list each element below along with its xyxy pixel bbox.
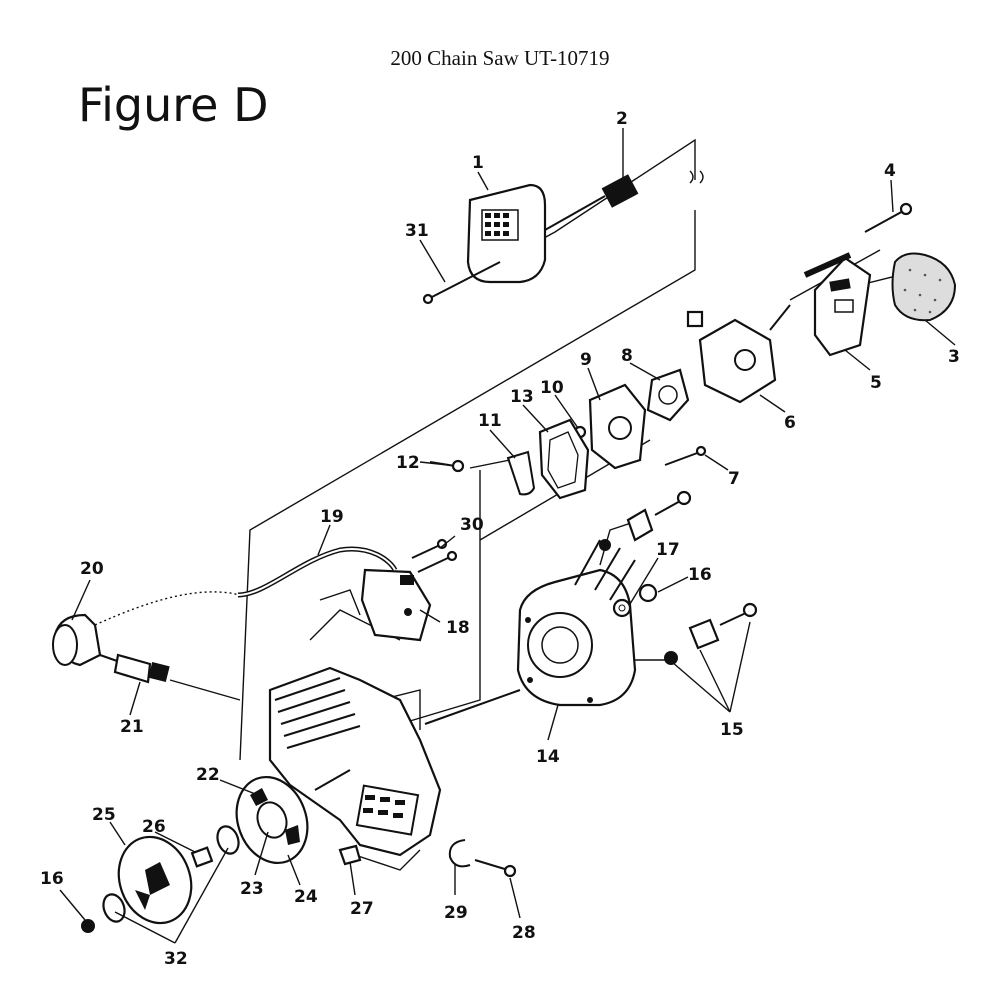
callout-21: 21 [120, 717, 144, 737]
callout-4: 4 [884, 161, 896, 181]
small-nut [338, 844, 362, 866]
callout-2: 2 [616, 109, 628, 129]
callout-23: 23 [240, 879, 264, 899]
clutch-assembly [235, 775, 309, 865]
spark-plug [99, 653, 170, 684]
module-bolts [411, 538, 458, 573]
callout-15: 15 [720, 720, 744, 740]
callout-13: 13 [510, 387, 534, 407]
spark-screen [544, 174, 639, 231]
clip [506, 450, 536, 496]
callout-16-upper: 16 [688, 565, 712, 585]
callout-30: 30 [460, 515, 484, 535]
callout-27: 27 [350, 899, 374, 919]
intake-manifold [588, 383, 647, 470]
crankcase-stud [424, 689, 521, 725]
chain-adjuster [664, 602, 758, 665]
engine-cylinder [268, 666, 442, 857]
carburetor [686, 304, 791, 404]
callout-5: 5 [870, 373, 882, 393]
spark-plug-boot [52, 613, 102, 667]
muffler-cover [466, 183, 547, 284]
callout-18: 18 [446, 618, 470, 638]
bearing [190, 846, 214, 868]
washer [612, 598, 632, 618]
callout-3: 3 [948, 347, 960, 367]
document-title: 200 Chain Saw UT-10719 [390, 46, 610, 70]
figure-label: Figure D [78, 78, 269, 132]
callout-25: 25 [92, 805, 116, 825]
callout-20: 20 [80, 559, 104, 579]
callout-17: 17 [656, 540, 680, 560]
screw [429, 459, 465, 473]
callout-10: 10 [540, 378, 564, 398]
nut-lower [81, 919, 95, 933]
cover-screw [474, 859, 517, 878]
callout-28: 28 [512, 923, 536, 943]
callout-9: 9 [580, 350, 592, 370]
callout-26: 26 [142, 817, 166, 837]
carb-bolt [664, 445, 707, 466]
air-box [803, 252, 872, 357]
callout-11: 11 [478, 411, 502, 431]
callout-8: 8 [621, 346, 633, 366]
callout-14: 14 [536, 747, 560, 767]
clutch-drum [117, 835, 193, 925]
callout-6: 6 [784, 413, 796, 433]
ignition-module [360, 568, 432, 642]
air-filter [891, 252, 957, 322]
bracket-bolts [599, 490, 692, 551]
callout-12: 12 [396, 453, 420, 473]
carb-gasket [646, 368, 690, 422]
callout-19: 19 [320, 507, 344, 527]
callout-32: 32 [164, 949, 188, 969]
callout-1: 1 [472, 153, 484, 173]
callout-24: 24 [294, 887, 318, 907]
callout-16-lower: 16 [40, 869, 64, 889]
crankcase [516, 539, 637, 707]
nut-upper [638, 583, 658, 603]
spark-plug-wire [237, 546, 398, 598]
leader-lines [59, 128, 956, 944]
intake-gasket [538, 418, 590, 500]
retaining-ring [448, 839, 471, 868]
callout-7: 7 [728, 469, 740, 489]
muffler-bolt [422, 261, 501, 305]
callout-29: 29 [444, 903, 468, 923]
callout-22: 22 [196, 765, 220, 785]
filter-bolt [864, 202, 913, 233]
callout-31: 31 [405, 221, 429, 241]
callout-numbers: 1 2 3 4 5 6 7 8 9 10 11 12 13 14 15 16 1… [40, 109, 960, 969]
